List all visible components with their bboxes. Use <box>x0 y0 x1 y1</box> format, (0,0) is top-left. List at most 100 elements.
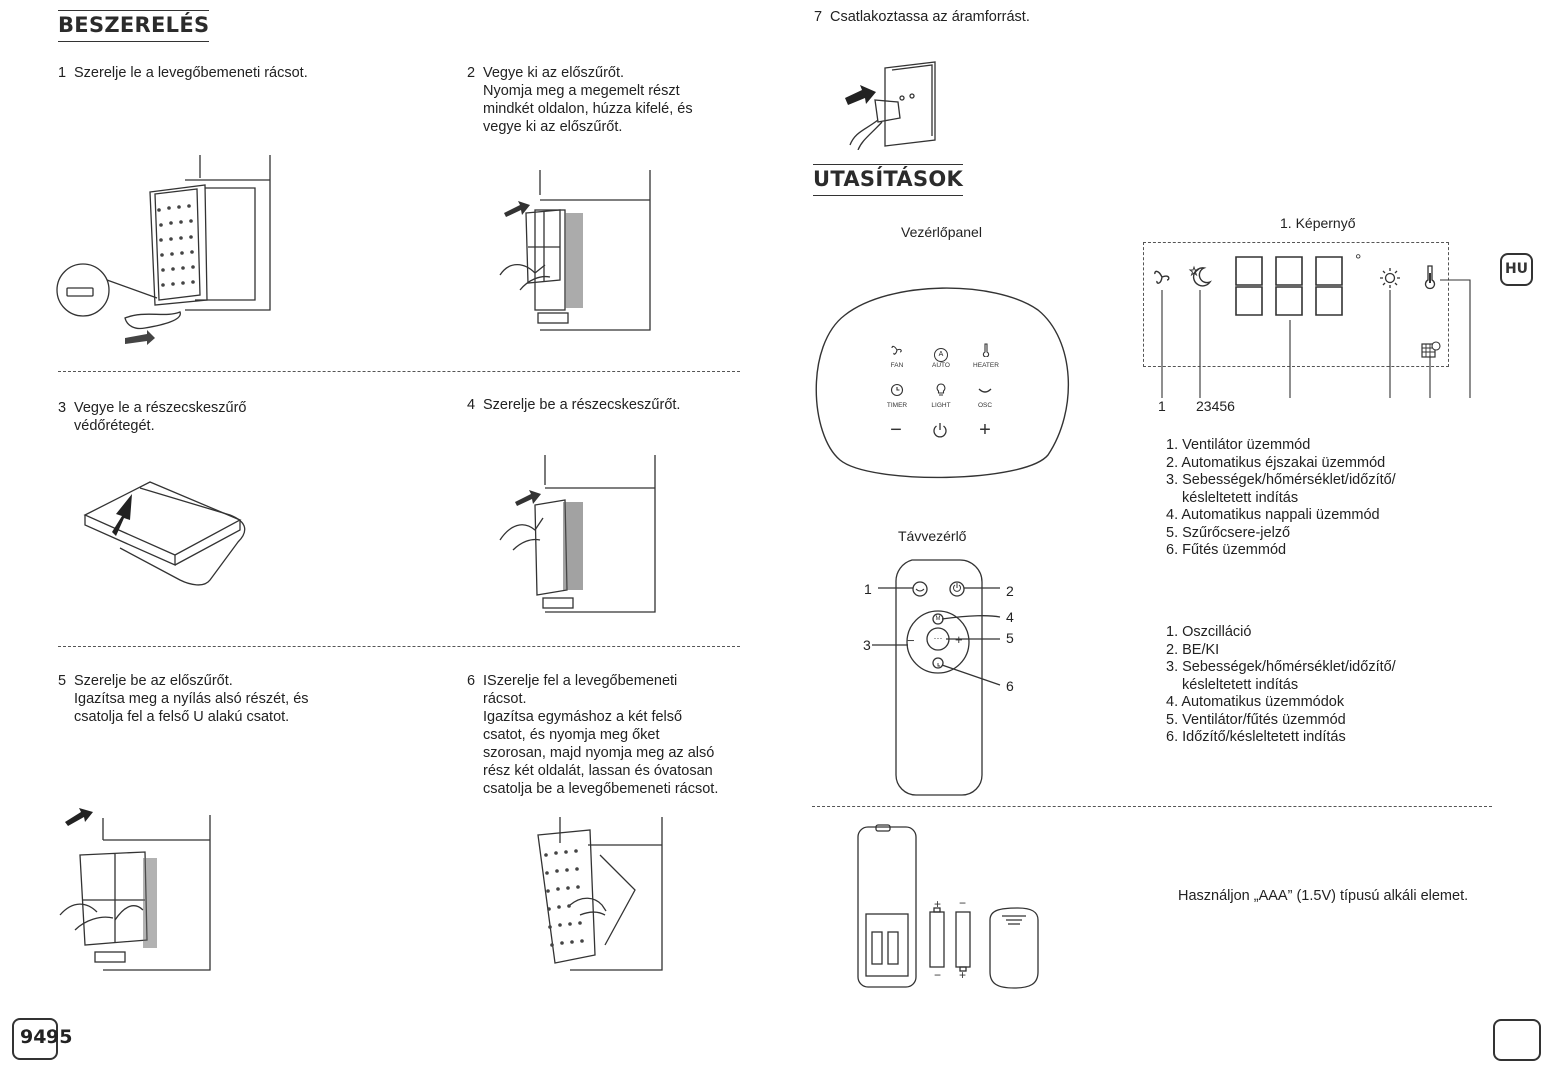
battery-sign: + <box>959 968 966 982</box>
list-item: 6. Időzítő/késleltetett indítás <box>1166 729 1466 747</box>
minus-button[interactable]: − <box>886 419 906 441</box>
remote-label: Távvezérlő <box>898 528 966 544</box>
thermometer-icon <box>981 343 991 357</box>
step-text: rácsot. <box>467 690 757 708</box>
display-legend-list: 1. Ventilátor üzemmód 2. Automatikus éjs… <box>1166 437 1466 560</box>
section-heading-installation: BESZERELÉS <box>58 10 209 42</box>
step-text: szorosan, majd nyomja meg az alsó <box>467 744 757 762</box>
timer-label: TIMER <box>880 402 914 410</box>
step-number: 7 <box>814 8 830 26</box>
step-text: csatot, és nyomja meg őket <box>467 726 757 744</box>
step-text: vegye ki az előszűrőt. <box>467 118 757 136</box>
language-tab: HU <box>1500 253 1533 286</box>
plus-button[interactable]: + <box>975 419 995 441</box>
step-text: Szerelje be a részecskeszűrőt. <box>483 397 680 413</box>
heater-label: HEATER <box>967 362 1005 370</box>
language-tab-label: HU <box>1505 261 1528 277</box>
divider <box>812 806 1492 807</box>
illustration-install-prefilter <box>55 800 230 975</box>
step-text: Nyomja meg a megemelt részt <box>467 82 757 100</box>
list-item: 3. Sebességek/hőmérséklet/időzítő/ <box>1166 659 1466 677</box>
fan-icon <box>889 343 905 357</box>
remote-fan-heat-button[interactable]: ··· <box>927 630 949 646</box>
auto-icon: A <box>934 348 948 362</box>
degree-symbol: ° <box>1355 252 1361 270</box>
clock-icon <box>890 383 904 397</box>
battery-sign: − <box>934 968 941 982</box>
remote-callout-5: 5 <box>1006 630 1014 646</box>
illustration-remove-grille <box>55 150 295 350</box>
display-title: 1. Képernyő <box>1280 215 1356 231</box>
step-text: ISzerelje fel a levegőbemeneti <box>483 673 677 689</box>
display-callout-label: 23456 <box>1196 398 1235 414</box>
step-text: Igazítsa egymáshoz a két felső <box>467 708 757 726</box>
heater-button[interactable]: HEATER <box>967 343 1005 371</box>
timer-button[interactable]: TIMER <box>880 383 914 411</box>
step-number: 2 <box>467 64 483 82</box>
list-item: késleltetett indítás <box>1166 490 1466 508</box>
remote-mode-button[interactable]: M <box>932 613 944 625</box>
illustration-peel-film <box>80 470 255 595</box>
light-label: LIGHT <box>924 402 958 410</box>
step-text: Szerelje be az előszűrőt. <box>74 673 233 689</box>
remote-callout-1: 1 <box>864 581 872 597</box>
battery-sign: + <box>934 897 941 911</box>
step-text: Igazítsa meg a nyílás alsó részét, és <box>58 690 378 708</box>
list-item: 4. Automatikus üzemmódok <box>1166 694 1466 712</box>
step-number: 1 <box>58 64 74 82</box>
step-text: Csatlakoztassa az áramforrást. <box>830 9 1030 25</box>
step-text: Vegye le a részecskeszűrő <box>74 400 246 416</box>
remote-timer-button[interactable] <box>933 658 943 668</box>
list-item: 1. Ventilátor üzemmód <box>1166 437 1466 455</box>
list-item: 5. Ventilátor/fűtés üzemmód <box>1166 712 1466 730</box>
divider <box>58 646 740 647</box>
oscillation-icon <box>977 383 993 397</box>
light-button[interactable]: LIGHT <box>924 383 958 411</box>
step-number: 3 <box>58 399 74 417</box>
remote-callout-6: 6 <box>1006 678 1014 694</box>
fan-label: FAN <box>880 362 914 370</box>
remote-callout-4: 4 <box>1006 609 1014 625</box>
list-item: 4. Automatikus nappali üzemmód <box>1166 507 1466 525</box>
fan-button[interactable]: FAN <box>880 343 914 371</box>
step-text: védőrétegét. <box>58 417 358 435</box>
illustration-remove-prefilter <box>490 165 670 335</box>
display-callout-label: 1 <box>1158 398 1166 414</box>
illustration-battery-compartment <box>850 822 1050 992</box>
illustration-install-grille <box>510 815 680 975</box>
auto-label: AUTO <box>924 362 958 370</box>
divider <box>58 371 740 372</box>
remote-power-button[interactable] <box>950 582 964 596</box>
step-number: 5 <box>58 672 74 690</box>
illustration-install-particle-filter <box>495 450 675 620</box>
display-callout-lines <box>1150 270 1480 400</box>
page-number-box <box>1493 1019 1541 1061</box>
remote-callout-2: 2 <box>1006 583 1014 599</box>
section-heading-instructions: UTASÍTÁSOK <box>813 164 963 196</box>
osc-label: OSC <box>968 402 1002 410</box>
list-item: 2. Automatikus éjszakai üzemmód <box>1166 455 1466 473</box>
step-text: Vegye ki az előszűrőt. <box>483 65 624 81</box>
step-text: rész két oldalát, lassan és óvatosan <box>467 762 757 780</box>
step-text: Szerelje le a levegőbemeneti rácsot. <box>74 65 308 81</box>
list-item: 5. Szűrőcsere-jelző <box>1166 525 1466 543</box>
power-icon <box>931 421 949 439</box>
list-item: 6. Fűtés üzemmód <box>1166 542 1466 560</box>
auto-button[interactable]: A AUTO <box>924 343 958 371</box>
power-button[interactable] <box>931 421 951 441</box>
remote-minus-button[interactable]: − <box>907 633 919 647</box>
bulb-icon <box>935 383 947 397</box>
remote-plus-button[interactable]: + <box>955 632 967 646</box>
page-number-right: 95 <box>46 1026 72 1048</box>
remote-osc-button[interactable] <box>913 582 927 596</box>
step-number: 6 <box>467 672 483 690</box>
osc-button[interactable]: OSC <box>968 383 1002 411</box>
page-number-left: 94 <box>20 1026 46 1048</box>
remote-legend-list: 1. Oszcilláció 2. BE/KI 3. Sebességek/hő… <box>1166 624 1466 747</box>
step-number: 4 <box>467 396 483 414</box>
clock-icon <box>933 661 943 671</box>
